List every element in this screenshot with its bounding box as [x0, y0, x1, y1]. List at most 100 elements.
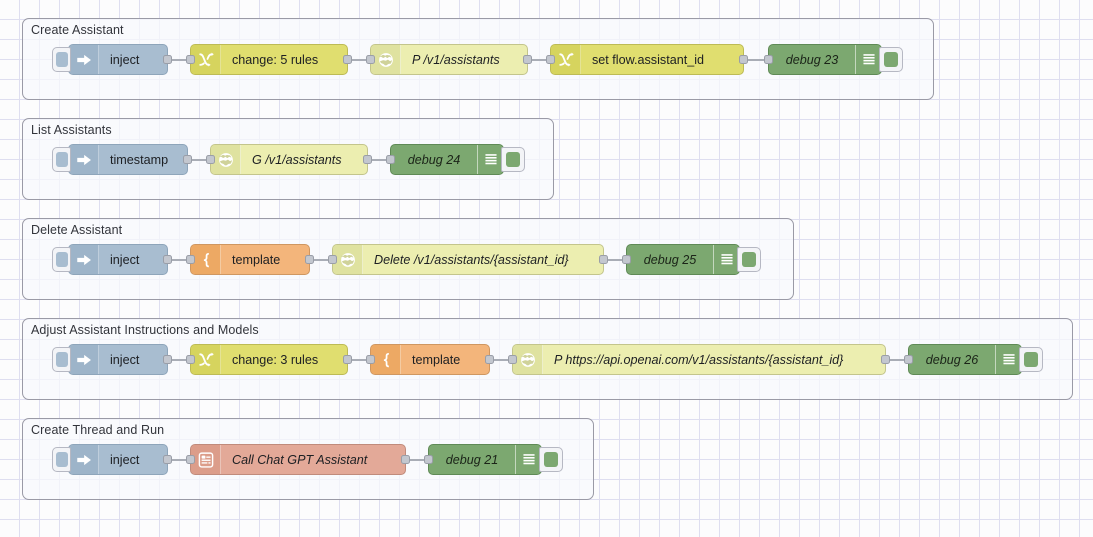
node-wire[interactable] [310, 259, 332, 261]
debug-lines-icon [855, 45, 881, 74]
change-swap-icon [191, 45, 221, 74]
node-wire[interactable] [490, 359, 512, 361]
node-label: debug 26 [925, 352, 979, 367]
node-input-port[interactable] [386, 155, 395, 164]
node-input-port[interactable] [186, 255, 195, 264]
node-wire[interactable] [168, 459, 190, 461]
debug-toggle-indicator [506, 152, 520, 167]
node-output-port[interactable] [305, 255, 314, 264]
node-debug[interactable]: debug 21 [424, 444, 563, 475]
node-change[interactable]: change: 3 rules [186, 344, 352, 375]
node-inject[interactable]: inject [52, 244, 172, 275]
node-wire[interactable] [528, 59, 550, 61]
debug-toggle-indicator [544, 452, 558, 467]
node-debug[interactable]: debug 23 [764, 44, 903, 75]
node-input-port[interactable] [366, 355, 375, 364]
node-output-port[interactable] [183, 155, 192, 164]
debug-toggle-button[interactable] [1019, 347, 1043, 372]
debug-lines-icon [713, 245, 739, 274]
debug-lines-icon [515, 445, 541, 474]
node-label: set flow.assistant_id [592, 52, 705, 67]
node-input-port[interactable] [186, 355, 195, 364]
node-assistant[interactable]: Call Chat GPT Assistant [186, 444, 410, 475]
inject-trigger-button[interactable] [52, 147, 71, 172]
inject-trigger-button[interactable] [52, 47, 71, 72]
node-label: debug 21 [445, 452, 499, 467]
node-input-port[interactable] [546, 55, 555, 64]
node-http[interactable]: Delete /v1/assistants/{assistant_id} [328, 244, 608, 275]
node-wire[interactable] [368, 159, 390, 161]
node-output-port[interactable] [163, 355, 172, 364]
node-template[interactable]: template [186, 244, 314, 275]
node-output-port[interactable] [881, 355, 890, 364]
debug-toggle-button[interactable] [539, 447, 563, 472]
node-label: P /v1/assistants [412, 52, 500, 67]
node-inject[interactable]: inject [52, 344, 172, 375]
node-debug[interactable]: debug 25 [622, 244, 761, 275]
debug-toggle-indicator [884, 52, 898, 67]
node-label: debug 25 [643, 252, 697, 267]
node-output-port[interactable] [163, 55, 172, 64]
node-inject[interactable]: timestamp [52, 144, 192, 175]
node-output-port[interactable] [163, 455, 172, 464]
debug-toggle-indicator [1024, 352, 1038, 367]
globe-icon [371, 45, 401, 74]
debug-toggle-button[interactable] [879, 47, 903, 72]
node-label: change: 3 rules [232, 352, 319, 367]
node-output-port[interactable] [363, 155, 372, 164]
debug-lines-icon [477, 145, 503, 174]
node-output-port[interactable] [523, 55, 532, 64]
node-change[interactable]: change: 5 rules [186, 44, 352, 75]
change-swap-icon [191, 345, 221, 374]
node-output-port[interactable] [343, 55, 352, 64]
node-debug[interactable]: debug 26 [904, 344, 1043, 375]
brace-icon [191, 245, 221, 274]
node-http[interactable]: P /v1/assistants [366, 44, 532, 75]
node-wire[interactable] [406, 459, 428, 461]
node-label: debug 24 [407, 152, 461, 167]
inject-trigger-button[interactable] [52, 347, 71, 372]
node-wire[interactable] [168, 59, 190, 61]
node-input-port[interactable] [904, 355, 913, 364]
node-input-port[interactable] [424, 455, 433, 464]
node-label: inject [110, 52, 140, 67]
node-input-port[interactable] [186, 55, 195, 64]
node-http[interactable]: P https://api.openai.com/v1/assistants/{… [508, 344, 890, 375]
node-http[interactable]: G /v1/assistants [206, 144, 372, 175]
debug-toggle-button[interactable] [737, 247, 761, 272]
node-input-port[interactable] [328, 255, 337, 264]
node-inject[interactable]: inject [52, 444, 172, 475]
node-output-port[interactable] [599, 255, 608, 264]
node-output-port[interactable] [343, 355, 352, 364]
node-input-port[interactable] [186, 455, 195, 464]
node-output-port[interactable] [485, 355, 494, 364]
node-wire[interactable] [188, 159, 210, 161]
node-wire[interactable] [168, 259, 190, 261]
inject-trigger-button[interactable] [52, 447, 71, 472]
node-change[interactable]: set flow.assistant_id [546, 44, 748, 75]
group-label: Create Assistant [31, 23, 124, 37]
node-output-port[interactable] [163, 255, 172, 264]
node-inject[interactable]: inject [52, 44, 172, 75]
inject-trigger-button[interactable] [52, 247, 71, 272]
node-wire[interactable] [604, 259, 626, 261]
node-debug[interactable]: debug 24 [386, 144, 525, 175]
inject-trigger-indicator [55, 452, 68, 467]
node-input-port[interactable] [366, 55, 375, 64]
node-input-port[interactable] [764, 55, 773, 64]
node-input-port[interactable] [622, 255, 631, 264]
node-wire[interactable] [886, 359, 908, 361]
node-label: change: 5 rules [232, 52, 319, 67]
group-label: Create Thread and Run [31, 423, 165, 437]
node-input-port[interactable] [508, 355, 517, 364]
debug-toggle-button[interactable] [501, 147, 525, 172]
node-wire[interactable] [348, 59, 370, 61]
node-input-port[interactable] [206, 155, 215, 164]
node-output-port[interactable] [739, 55, 748, 64]
node-template[interactable]: template [366, 344, 494, 375]
node-wire[interactable] [348, 359, 370, 361]
node-output-port[interactable] [401, 455, 410, 464]
node-wire[interactable] [744, 59, 768, 61]
node-wire[interactable] [168, 359, 190, 361]
